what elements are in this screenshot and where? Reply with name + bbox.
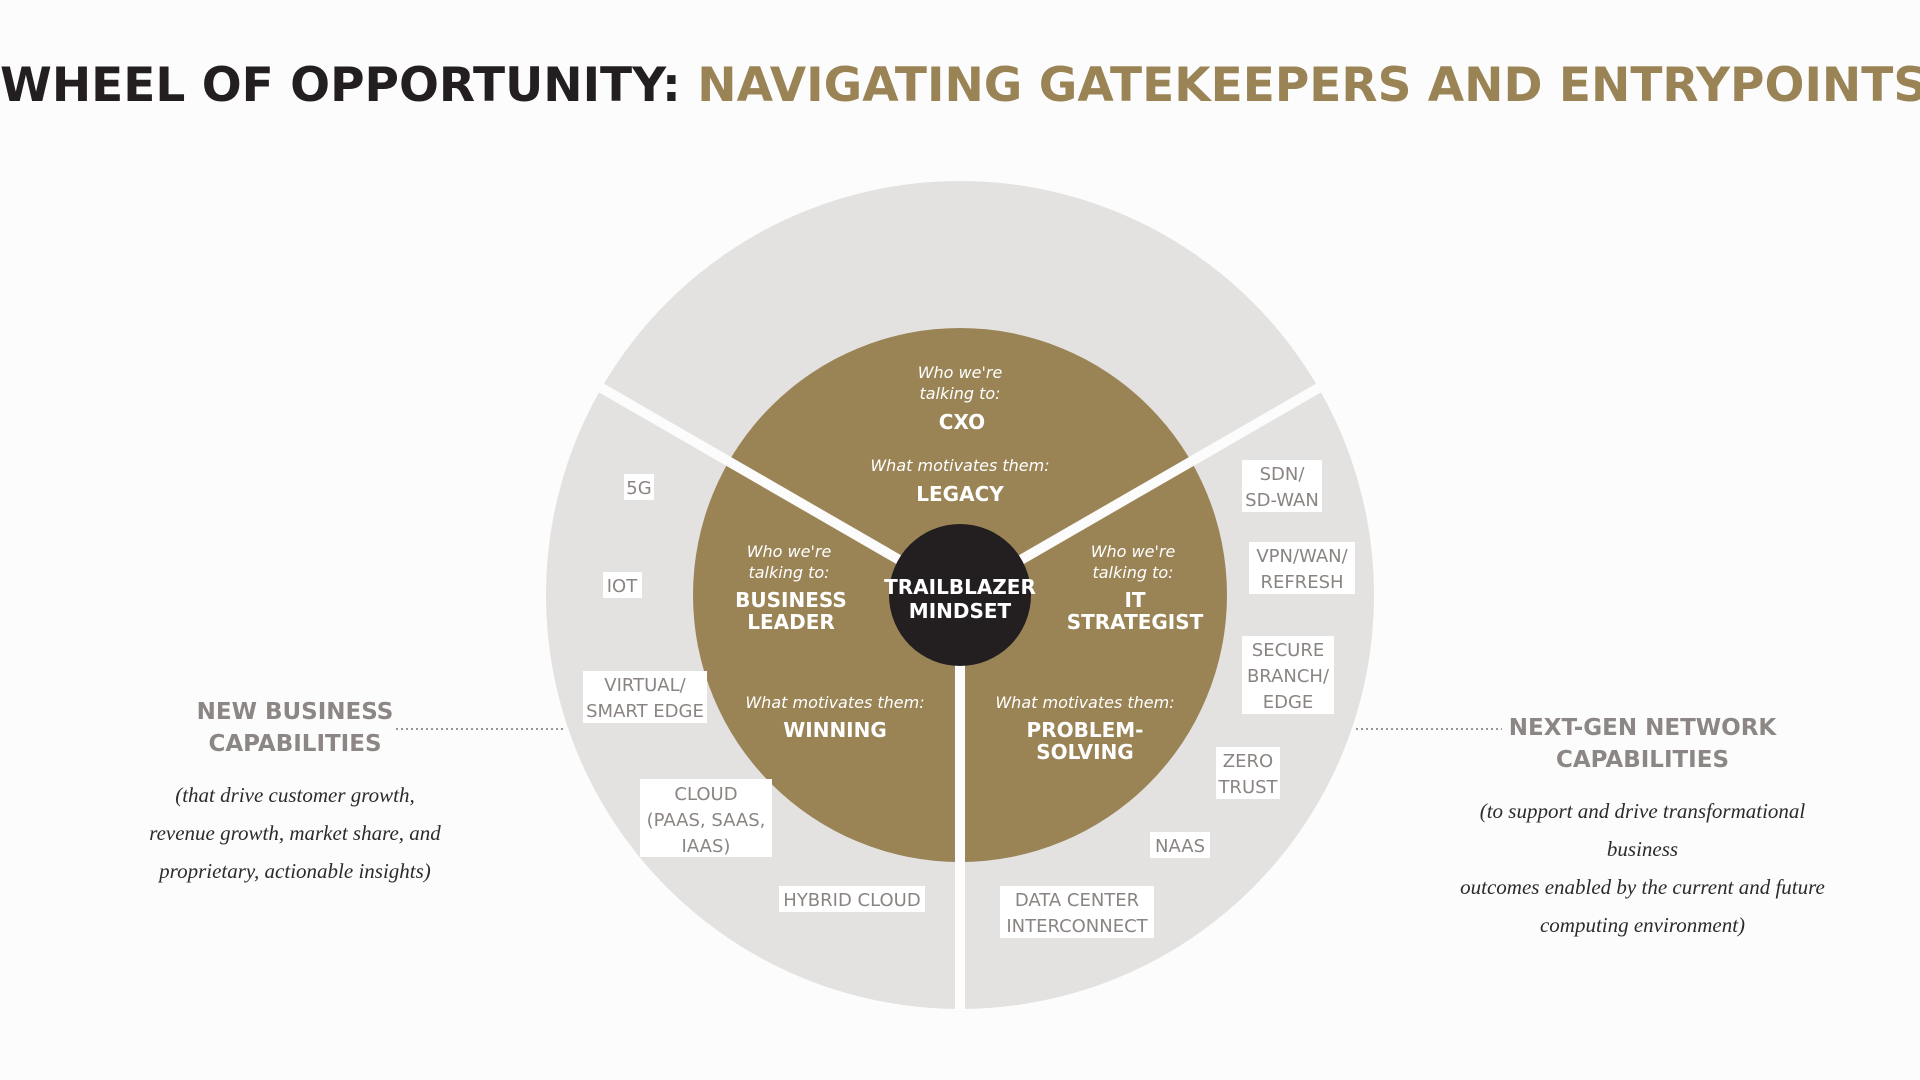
tag-sdn-line2: SD-WAN	[1245, 490, 1319, 511]
tag-hybrid-cloud: HYBRID CLOUD	[783, 890, 920, 911]
cxo-talk-line1: Who we're	[918, 363, 1003, 382]
right-capability-tags: SDN/ SD-WAN VPN/WAN/ REFRESH SECURE BRAN…	[1000, 460, 1355, 938]
it-talk-line1: Who we're	[1091, 542, 1176, 561]
it-role-line1: IT	[1124, 588, 1145, 612]
title-main: WHEEL OF OPPORTUNITY:	[0, 58, 681, 113]
right-heading: NEXT-GEN NETWORK CAPABILITIES	[1450, 712, 1835, 776]
right-desc-line1: (to support and drive transformational b…	[1479, 799, 1806, 861]
tag-iot: IOT	[607, 576, 638, 597]
left-capabilities-panel: NEW BUSINESS CAPABILITIES (that drive cu…	[140, 696, 450, 890]
tag-vpn-line1: VPN/WAN/	[1256, 546, 1348, 567]
business-motivates-label: What motivates them:	[745, 693, 924, 712]
right-desc-line2: outcomes enabled by the current and futu…	[1460, 875, 1825, 899]
cxo-role: CXO	[939, 410, 985, 434]
it-motivation-line2: SOLVING	[1036, 740, 1133, 764]
cxo-motivates-label: What motivates them:	[870, 456, 1049, 475]
business-talk-line2: talking to:	[748, 563, 829, 582]
tag-cloud-line3: IAAS)	[682, 836, 731, 857]
tag-secure-line1: SECURE	[1252, 640, 1324, 661]
page-title: WHEEL OF OPPORTUNITY: NAVIGATING GATEKEE…	[0, 58, 1920, 113]
tag-vpn-box	[1249, 542, 1355, 594]
business-role-line1: BUSINESS	[735, 588, 847, 612]
right-heading-line2: CAPABILITIES	[1555, 747, 1730, 773]
tag-sdn-line1: SDN/	[1260, 464, 1306, 485]
business-role-line2: LEADER	[747, 610, 835, 634]
tag-hybrid-box	[779, 886, 925, 912]
tag-zero-line1: ZERO	[1223, 751, 1273, 772]
center-hub	[889, 524, 1031, 666]
right-desc-line3: computing environment)	[1539, 913, 1746, 937]
tag-dc-line2: INTERCONNECT	[1006, 916, 1148, 937]
it-role-line2: STRATEGIST	[1067, 610, 1204, 634]
segment-cxo: Who we're talking to: CXO What motivates…	[870, 363, 1049, 506]
it-motivates-label: What motivates them:	[995, 693, 1174, 712]
right-capabilities-panel: NEXT-GEN NETWORK CAPABILITIES (to suppor…	[1450, 712, 1835, 944]
tag-dc-box	[1000, 886, 1154, 938]
center-label-line1: TRAILBLAZER	[884, 575, 1036, 599]
business-talk-line1: Who we're	[747, 542, 832, 561]
tag-dc-line1: DATA CENTER	[1015, 890, 1139, 911]
tag-zero-line2: TRUST	[1217, 777, 1278, 798]
title-subtitle: NAVIGATING GATEKEEPERS AND ENTRYPOINTS	[697, 58, 1920, 113]
tag-vpn-line2: REFRESH	[1260, 572, 1343, 593]
tag-cloud-line2: (PAAS, SAAS,	[647, 810, 766, 831]
right-heading-line1: NEXT-GEN NETWORK	[1508, 715, 1777, 741]
segment-business-leader: Who we're talking to: BUSINESS LEADER Wh…	[735, 542, 924, 742]
left-capability-tags: 5G IOT VIRTUAL/ SMART EDGE CLOUD (PAAS, …	[583, 474, 925, 912]
left-heading-line1: NEW BUSINESS	[196, 699, 394, 725]
left-desc-line2: revenue growth, market share, and	[149, 821, 441, 845]
tag-virtual-line1: VIRTUAL/	[604, 675, 686, 696]
tag-zero-box	[1216, 747, 1280, 799]
center-label-line2: MINDSET	[909, 599, 1012, 623]
tag-secure-line3: EDGE	[1263, 692, 1314, 713]
tag-naas-box	[1150, 832, 1210, 858]
tag-sdn-box	[1242, 460, 1322, 512]
left-desc-line3: proprietary, actionable insights)	[159, 859, 431, 883]
cxo-motivation: LEGACY	[916, 482, 1004, 506]
tag-virtual-box	[583, 671, 707, 723]
tag-naas: NAAS	[1155, 836, 1205, 857]
it-motivation-line1: PROBLEM-	[1027, 718, 1144, 742]
segment-it-strategist: Who we're talking to: IT STRATEGIST What…	[995, 542, 1203, 764]
tag-cloud-box	[640, 779, 772, 857]
left-desc-line1: (that drive customer growth,	[175, 783, 415, 807]
left-heading-line2: CAPABILITIES	[208, 731, 382, 757]
tag-virtual-line2: SMART EDGE	[586, 701, 704, 722]
right-description: (to support and drive transformational b…	[1450, 792, 1835, 944]
tag-5g: 5G	[626, 478, 651, 499]
business-motivation: WINNING	[783, 718, 887, 742]
tag-secure-box	[1242, 636, 1334, 714]
left-heading: NEW BUSINESS CAPABILITIES	[140, 696, 450, 760]
tag-5g-box	[624, 474, 654, 500]
tag-secure-line2: BRANCH/	[1247, 666, 1330, 687]
cxo-talk-line2: talking to:	[919, 384, 1000, 403]
it-talk-line2: talking to:	[1092, 563, 1173, 582]
tag-cloud-line1: CLOUD	[674, 784, 737, 805]
tag-iot-box	[603, 572, 642, 598]
left-description: (that drive customer growth, revenue gro…	[140, 776, 450, 890]
